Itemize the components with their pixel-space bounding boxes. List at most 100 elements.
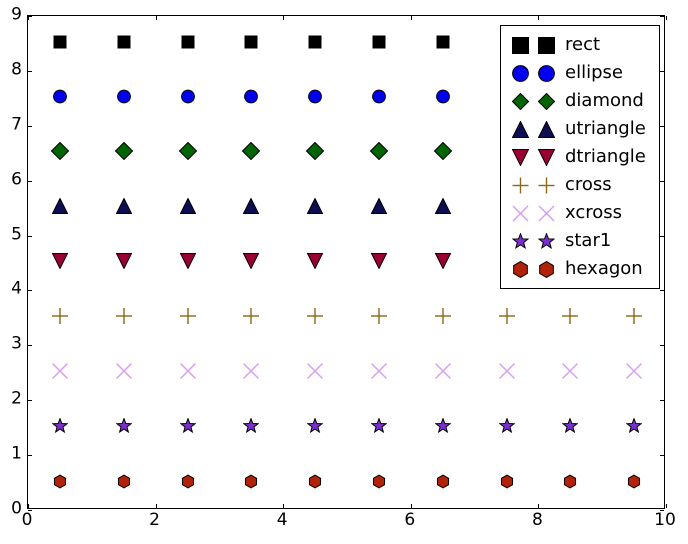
data-point-rect <box>244 34 258 53</box>
legend-label-cross: cross <box>565 174 612 195</box>
legend-marker-cross <box>533 177 559 194</box>
legend-marker-rect <box>507 36 533 54</box>
legend-marker-ellipse <box>533 64 559 82</box>
legend-marker-star1 <box>507 232 533 250</box>
data-point-xcross <box>115 362 132 383</box>
data-point-dtriangle <box>242 253 260 273</box>
data-point-dtriangle <box>370 253 388 273</box>
data-point-xcross <box>243 362 260 383</box>
y-tick-3 <box>28 345 32 347</box>
data-point-xcross <box>498 362 515 383</box>
y-tick-8 <box>28 70 32 72</box>
legend-item-hexagon[interactable]: hexagon <box>507 255 653 283</box>
data-point-star1 <box>115 416 133 438</box>
legend-item-xcross[interactable]: xcross <box>507 199 653 227</box>
y-tick-right-1 <box>660 455 664 457</box>
data-point-diamond <box>433 142 452 164</box>
data-point-rect <box>436 34 450 53</box>
data-point-cross <box>115 307 132 328</box>
y-tick-4 <box>28 290 32 292</box>
data-point-cross <box>498 307 515 328</box>
data-point-rect <box>181 34 194 53</box>
data-point-star1 <box>434 416 452 438</box>
legend-item-diamond[interactable]: diamond <box>507 87 653 115</box>
data-point-diamond <box>50 142 70 164</box>
data-point-cross <box>179 307 196 328</box>
data-point-ellipse <box>244 89 259 108</box>
data-point-utriangle <box>434 197 451 218</box>
legend-marker-diamond <box>533 92 559 110</box>
legend-marker-cross <box>507 177 533 194</box>
data-point-hexagon <box>500 473 514 492</box>
x-tick-top-0 <box>28 16 29 20</box>
legend-item-star1[interactable]: star1 <box>507 227 653 255</box>
x-tick-top-10 <box>666 16 667 20</box>
legend-item-cross[interactable]: cross <box>507 171 653 199</box>
data-point-star1 <box>306 416 324 438</box>
data-point-dtriangle <box>179 253 196 273</box>
data-point-cross <box>626 307 643 328</box>
legend-marker-star1 <box>533 232 559 250</box>
legend-item-dtriangle[interactable]: dtriangle <box>507 143 653 171</box>
data-point-hexagon <box>117 473 131 492</box>
data-point-diamond <box>305 142 325 164</box>
y-tick-right-9 <box>660 16 664 17</box>
data-point-ellipse <box>308 89 322 108</box>
x-tick-label-0: 0 <box>21 510 33 530</box>
data-point-ellipse <box>116 89 131 108</box>
data-point-diamond <box>369 142 389 164</box>
legend-item-rect[interactable]: rect <box>507 31 653 59</box>
legend-label-xcross: xcross <box>565 202 623 223</box>
data-point-dtriangle <box>51 253 69 273</box>
x-tick-top-8 <box>538 16 540 20</box>
data-point-xcross <box>562 362 579 383</box>
data-point-star1 <box>179 416 196 438</box>
y-tick-9 <box>28 16 32 17</box>
data-point-star1 <box>51 416 69 438</box>
data-point-star1 <box>561 416 579 438</box>
x-tick-8 <box>538 504 540 508</box>
data-point-rect <box>53 34 67 53</box>
data-point-rect <box>372 34 386 53</box>
data-point-utriangle <box>179 197 196 218</box>
x-tick-label-6: 6 <box>404 510 416 530</box>
data-point-ellipse <box>52 89 67 108</box>
data-point-utriangle <box>242 197 260 218</box>
legend-marker-xcross <box>533 205 559 222</box>
y-tick-label-6: 6 <box>11 169 22 190</box>
data-point-hexagon <box>308 473 322 492</box>
y-tick-0 <box>28 510 32 511</box>
y-tick-right-5 <box>660 235 664 237</box>
data-point-diamond <box>178 142 197 164</box>
data-point-utriangle <box>115 197 132 218</box>
legend-item-ellipse[interactable]: ellipse <box>507 59 653 87</box>
y-tick-right-7 <box>660 125 664 127</box>
data-point-cross <box>51 307 68 328</box>
data-point-hexagon <box>53 473 67 492</box>
x-tick-label-8: 8 <box>531 510 543 530</box>
y-tick-label-4: 4 <box>11 278 22 299</box>
data-point-xcross <box>626 362 643 383</box>
data-point-cross <box>562 307 579 328</box>
legend-marker-hexagon <box>507 260 533 278</box>
x-tick-4 <box>283 504 285 508</box>
y-tick-label-5: 5 <box>11 224 22 245</box>
y-tick-right-2 <box>660 400 664 402</box>
data-point-hexagon <box>244 473 258 492</box>
x-tick-10 <box>666 504 667 508</box>
data-point-star1 <box>242 416 260 438</box>
data-point-utriangle <box>370 197 388 218</box>
legend-label-dtriangle: dtriangle <box>565 146 646 167</box>
legend-marker-dtriangle <box>507 148 533 166</box>
data-point-star1 <box>625 416 643 438</box>
data-point-cross <box>370 307 387 328</box>
x-tick-2 <box>155 504 157 508</box>
data-point-dtriangle <box>115 253 132 273</box>
y-tick-label-8: 8 <box>11 59 22 80</box>
y-tick-2 <box>28 400 32 402</box>
y-tick-right-3 <box>660 345 664 347</box>
legend-item-utriangle[interactable]: utriangle <box>507 115 653 143</box>
data-point-diamond <box>242 142 261 164</box>
